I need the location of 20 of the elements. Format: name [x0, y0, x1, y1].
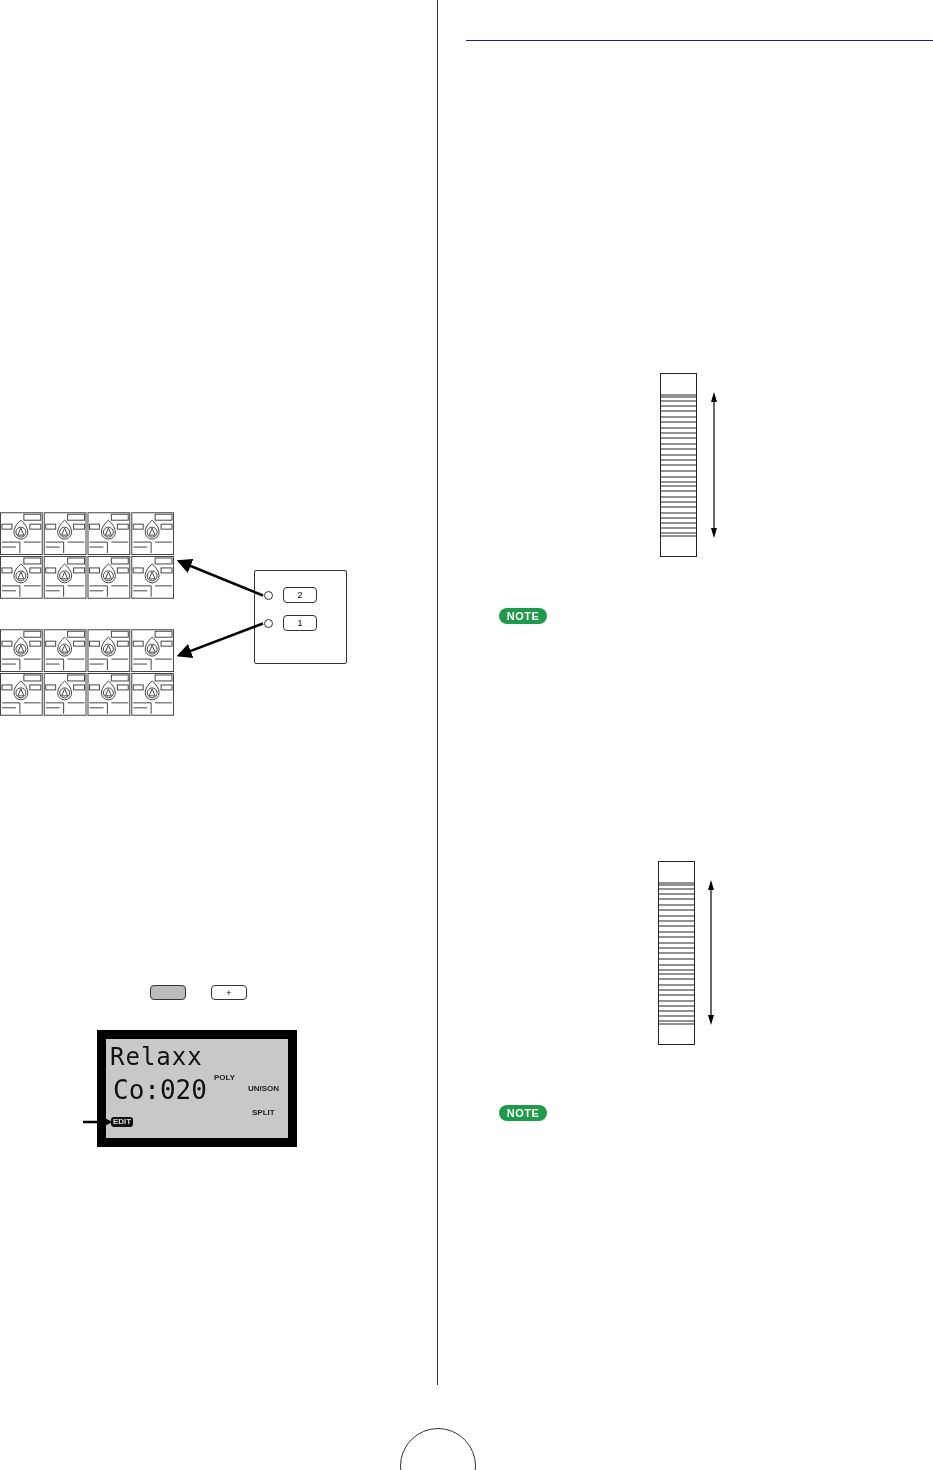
mode-indicator: UNISON	[248, 1085, 280, 1093]
lcd-display	[97, 1030, 297, 1147]
arrow	[176, 622, 264, 658]
knob-grid-drawing	[0, 629, 175, 717]
note-badge: NOTE	[499, 608, 547, 624]
key-button: +	[211, 985, 247, 1000]
led-indicator	[264, 619, 273, 628]
key-button: 2	[283, 587, 317, 603]
mode-indicator: SPLIT	[252, 1109, 275, 1117]
key-button: 1	[283, 615, 317, 631]
display-text: Co:020	[113, 1077, 207, 1103]
mode-indicator: POLY	[214, 1074, 236, 1082]
note-badge: NOTE	[499, 1105, 547, 1121]
arrow	[176, 559, 264, 597]
knob-grid-drawing	[0, 512, 175, 600]
key-button	[150, 985, 186, 1000]
display-text: Relaxx	[110, 1045, 203, 1069]
edit-indicator: EDIT	[111, 1117, 134, 1127]
button-panel	[254, 570, 347, 664]
led-indicator	[264, 591, 273, 600]
